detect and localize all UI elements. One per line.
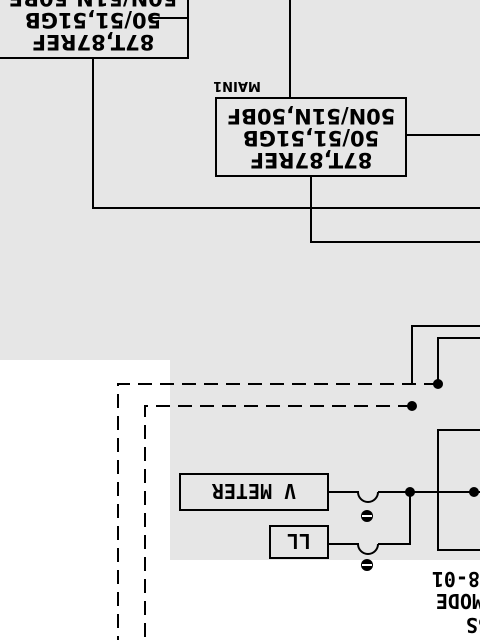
fragment-mode: MODE [436,589,480,613]
relay-top-line1: 87T,87REF [32,30,155,54]
wire-meter-arc-bottom [328,543,379,555]
shaded-area-right [170,360,480,560]
relay-main-line2: 50/51,51GB [243,126,380,150]
wire-meter-arc-top [328,491,379,503]
junction-dot [407,401,417,411]
relay-top-line3: 50N/51N,50BF [9,0,178,10]
contact-symbols [361,510,373,571]
junction-dot [433,379,443,389]
relay-wiring [92,0,480,243]
fragment-ss: SS [466,613,480,637]
v-meter-frame [179,473,329,511]
fragment-code: 8-01 [432,567,480,591]
wire-meter-bridge [378,492,411,545]
relay-main-line1: 87T,87REF [250,148,373,172]
ll-box: LL [269,525,329,559]
ll-label: LL [287,529,311,553]
wire-top-relay-drop [92,58,480,209]
relay-box-main: 87T,87REF 50/51,51GB 50N/51N,50BF MAIN1 [213,78,407,177]
dashed-outer [117,383,438,640]
bus-outer [411,325,480,384]
bus-wiring [411,325,480,551]
bus-inner [437,337,480,384]
contact-bar [362,564,372,566]
relay-main-line3: 50N/51N,50BF [227,104,396,128]
v-meter-box: V METER [179,473,329,511]
dashed-lines [117,383,438,640]
ll-frame [269,525,329,559]
relay-box-top: 87T,87REF 50/51,51GB 50N/51N,50BF [0,0,189,59]
text-fragments: 8-01 MODE SS [432,567,480,637]
dashed-inner [144,405,412,640]
relay-main-tag: MAIN1 [213,78,261,93]
meter-wiring [328,491,480,555]
contact-bar [362,515,372,517]
bus-frame [437,429,480,551]
v-meter-label: V METER [211,479,296,503]
relay-top-line2: 50/51,51GB [25,8,162,32]
wire-main-relay-drop [310,176,480,243]
